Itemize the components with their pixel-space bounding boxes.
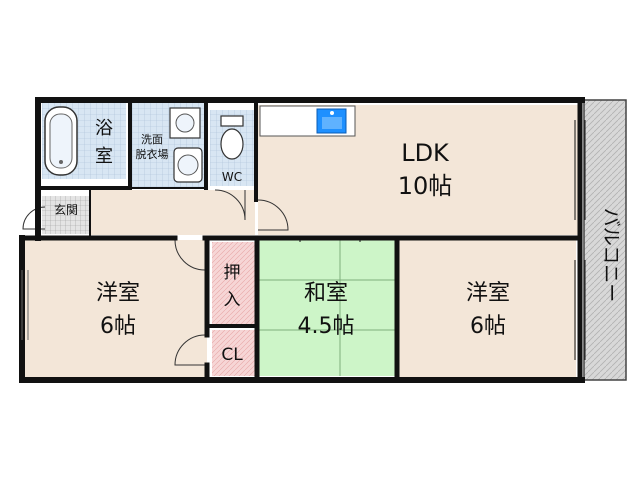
wc-label: WC	[222, 170, 242, 184]
toilet-bowl-icon	[220, 128, 244, 160]
bath-label-2: 室	[95, 146, 113, 167]
entrance-label: 玄関	[54, 202, 78, 217]
japanese-floor	[258, 240, 395, 376]
balcony-label: バルコニー	[600, 208, 622, 303]
western-right-size: 6帖	[470, 314, 506, 339]
sink-basin-icon	[322, 117, 342, 129]
tatami-lines	[258, 240, 395, 376]
western-left-floor	[25, 240, 207, 378]
cl-label: CL	[221, 345, 243, 365]
ldk-size: 10帖	[398, 172, 453, 200]
ldk-name: LDK	[401, 139, 450, 167]
faucet-icon	[330, 111, 334, 115]
western-left-size: 6帖	[100, 314, 136, 339]
western-right-name: 洋室	[466, 281, 510, 306]
oshiire-floor	[212, 242, 256, 324]
western-right-floor	[398, 240, 576, 378]
oshiire-label-1: 押	[224, 263, 241, 283]
entrance-floor	[42, 196, 90, 234]
western-left-name: 洋室	[96, 281, 140, 306]
oshiire-label-2: 入	[224, 290, 241, 310]
washroom-label-2: 脱衣場	[136, 147, 169, 161]
toilet-tank-icon	[220, 115, 244, 127]
balcony-floor	[583, 99, 627, 381]
japanese-size: 4.5帖	[298, 314, 355, 339]
washer-drum-icon	[177, 154, 199, 176]
hall-floor	[90, 190, 255, 235]
walls	[19, 97, 585, 383]
windows	[21, 120, 586, 360]
wash-basin-icon	[169, 107, 201, 139]
bathtub-inner-icon	[49, 113, 73, 169]
japanese-name: 和室	[304, 281, 348, 306]
washroom-label-1: 洗面	[141, 133, 163, 146]
drain-icon	[59, 160, 63, 164]
bath-label-1: 浴	[95, 118, 113, 139]
door-swings	[22, 189, 289, 366]
cl-floor	[212, 330, 256, 376]
basin-bowl-icon	[175, 113, 195, 133]
